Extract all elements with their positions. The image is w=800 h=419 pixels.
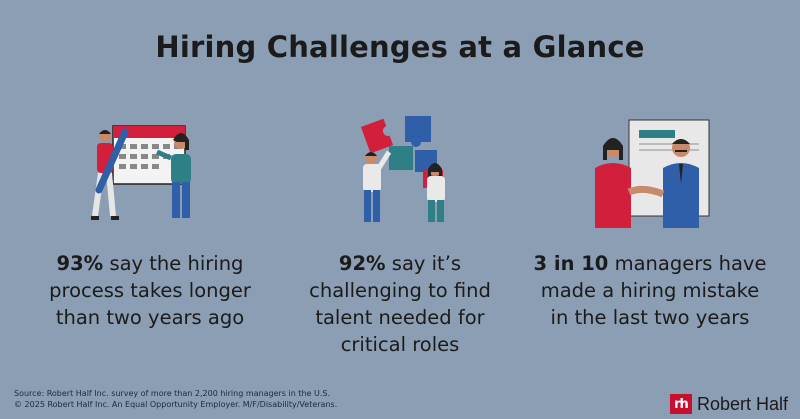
stat-highlight: 93%	[56, 252, 104, 275]
stat-description: say the hiring process takes longer than…	[49, 252, 251, 329]
calendar-people-icon	[91, 125, 191, 220]
stat-column-1: 93% say the hiring process takes longer …	[30, 112, 270, 331]
source-footnote: Source: Robert Half Inc. survey of more …	[14, 388, 337, 410]
stat-highlight: 92%	[338, 252, 386, 275]
stat-description: managers have made a hiring mistake in t…	[540, 252, 767, 329]
logo-text: Robert Half	[696, 393, 788, 414]
stat-column-3: 3 in 10 managers have made a hiring mist…	[530, 112, 770, 331]
stat-text-2: 92% say it’s challenging to find talent …	[280, 250, 520, 358]
handshake-people-icon	[595, 119, 710, 228]
robert-half-logo: rh Robert Half	[669, 393, 788, 415]
logo-mark: rh	[669, 394, 692, 414]
stat-highlight: 3 in 10	[533, 252, 609, 275]
page-title: Hiring Challenges at a Glance	[155, 30, 645, 64]
stat-description: say it’s challenging to find talent need…	[309, 252, 491, 356]
copyright-line: © 2025 Robert Half Inc. An Equal Opportu…	[14, 400, 338, 409]
stat-text-3: 3 in 10 managers have made a hiring mist…	[530, 250, 770, 331]
stat-column-2: 92% say it’s challenging to find talent …	[280, 112, 520, 358]
source-line: Source: Robert Half Inc. survey of more …	[14, 389, 331, 398]
stat-text-1: 93% say the hiring process takes longer …	[30, 250, 270, 331]
puzzle-people-icon	[360, 116, 445, 222]
